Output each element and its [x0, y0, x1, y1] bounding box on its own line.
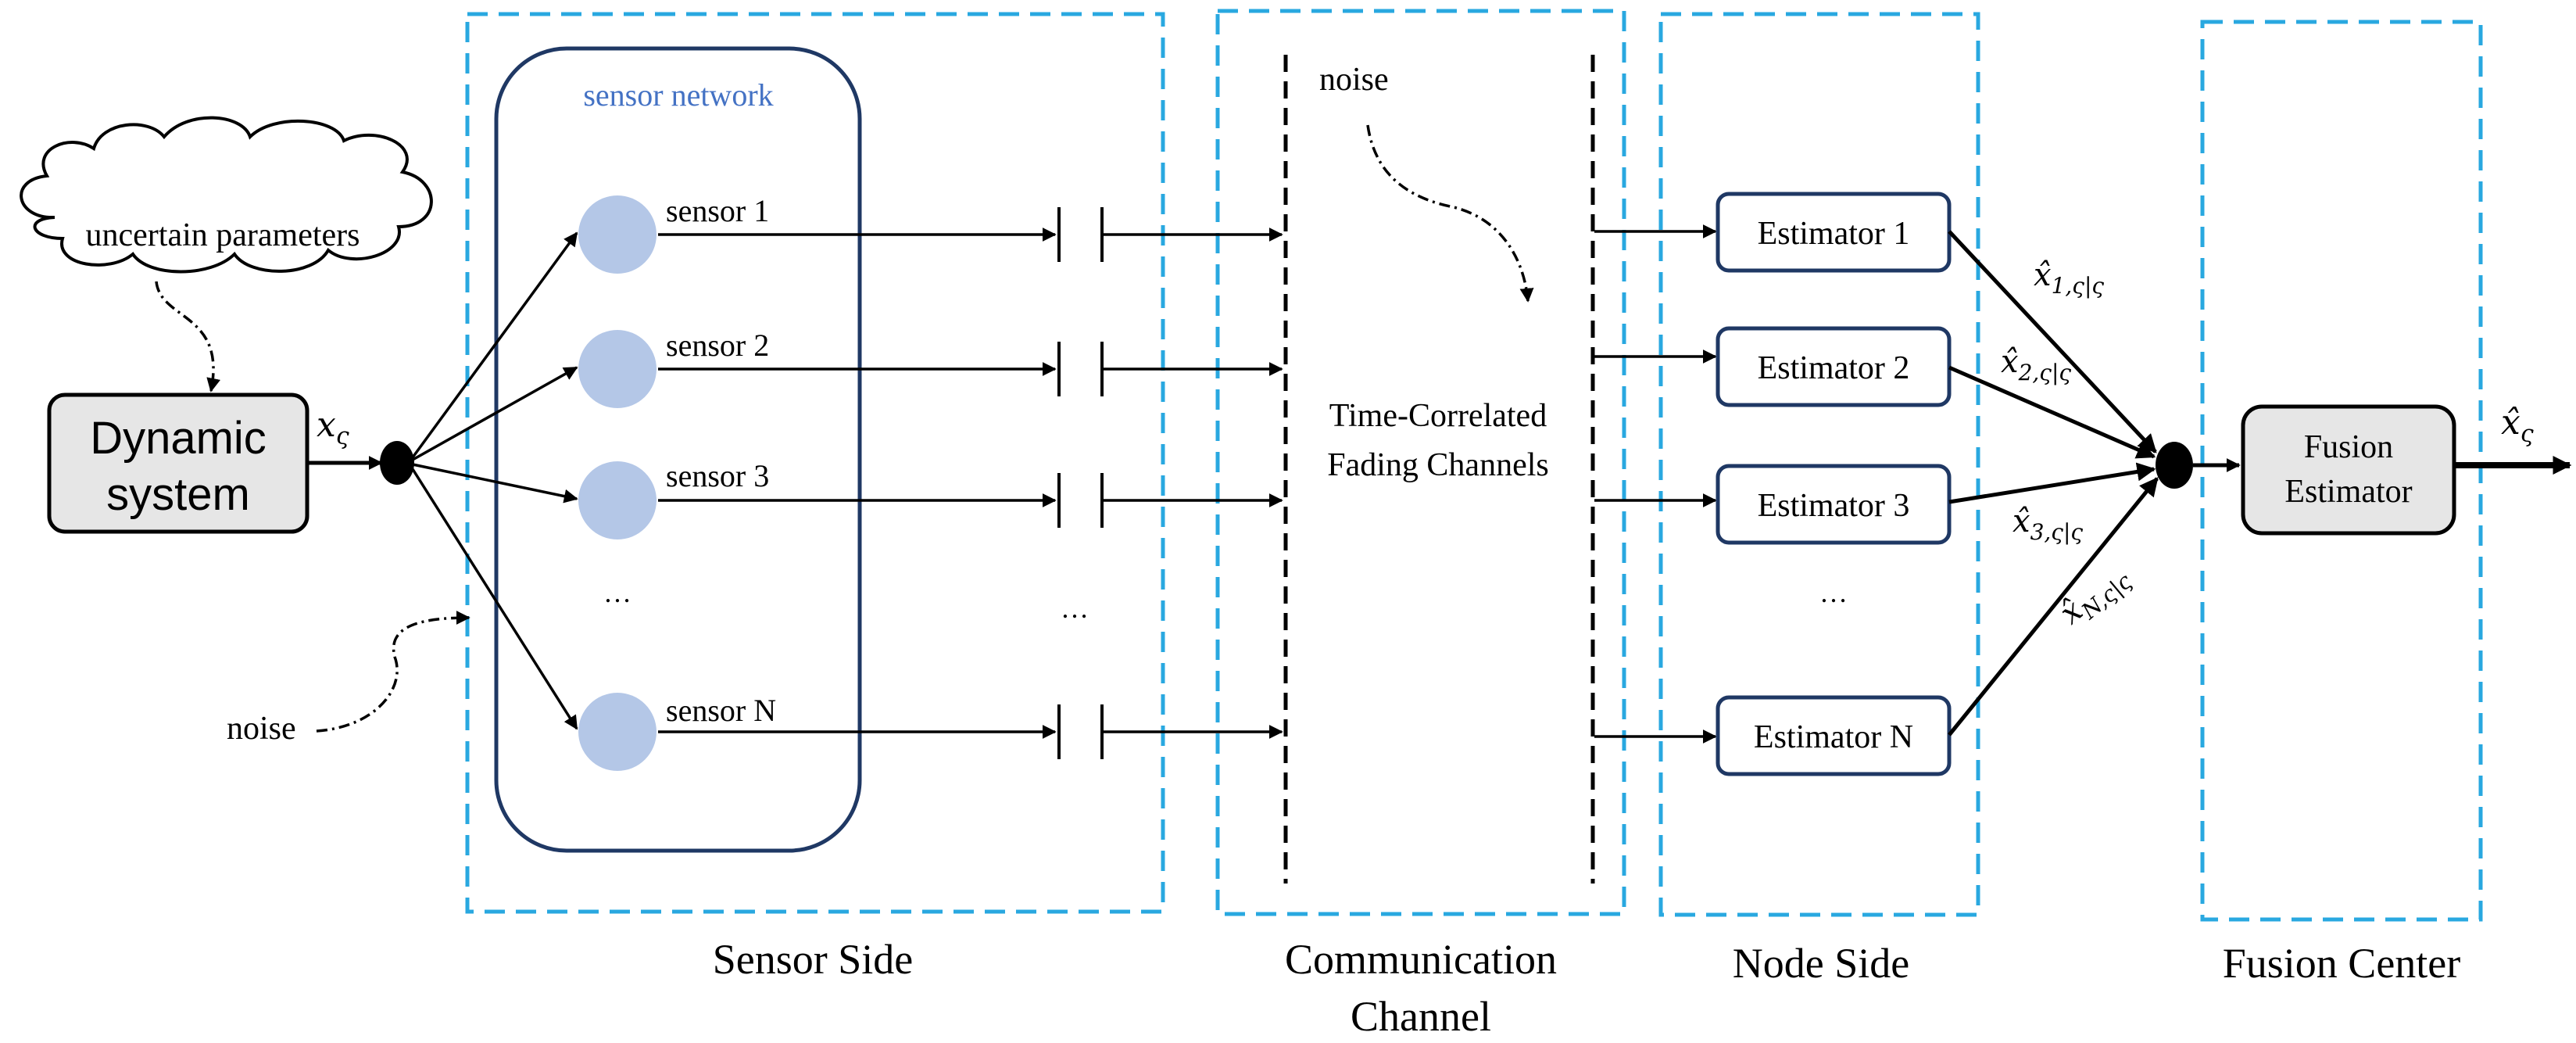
link-to-sensor-3	[412, 463, 578, 504]
estimator-3-to-fusion	[1948, 462, 2156, 504]
uncertain-parameters-cloud	[20, 116, 433, 274]
fusion-estimator-box	[2241, 404, 2456, 536]
channel-label-line1: Time-Correlated	[1329, 398, 1547, 434]
fusion-center-title: Fusion Center	[2223, 940, 2461, 987]
estimator-1-to-fusion	[1948, 230, 2157, 453]
noise-sensor-label: noise	[227, 711, 296, 747]
sensor-1-label: sensor 1	[666, 193, 769, 228]
node-side-frame	[1658, 12, 1980, 917]
estimator-3-label: Estimator 3	[1758, 488, 1910, 524]
dynamic-system-label-line2: system	[106, 469, 250, 520]
estimate-2-label: x̂2,ς|ς	[2001, 344, 2071, 385]
channel-switch-2	[1057, 342, 1104, 396]
link-to-sensor-1	[411, 231, 578, 459]
sensor-2-label: sensor 2	[666, 328, 769, 363]
estimator-1: Estimator 1	[1716, 192, 1952, 273]
estimator-n-label: Estimator N	[1754, 719, 1913, 755]
sensor-network-label: sensor network	[583, 77, 773, 113]
estimator-2-to-fusion	[1948, 365, 2156, 459]
estimate-1-label: x̂1,ς|ς	[2034, 257, 2104, 299]
sensor-1: sensor 1	[578, 193, 769, 274]
channel-label-line2: Fading Channels	[1327, 447, 1548, 483]
communication-channel-frame	[1215, 9, 1626, 916]
link-to-sensor-n	[411, 468, 578, 730]
noise-channel-label: noise	[1319, 62, 1389, 98]
split-node	[380, 441, 414, 485]
fusion-estimator-label-line1: Fusion	[2304, 429, 2393, 465]
sensors-ellipsis: …	[603, 577, 631, 608]
estimator-2-label: Estimator 2	[1758, 350, 1910, 386]
uncertain-parameters-label: uncertain parameters	[86, 217, 360, 253]
sensor-n-label: sensor N	[666, 693, 776, 728]
dynamic-system-label-line1: Dynamic	[90, 413, 267, 464]
estimate-n-label: x̂N,ς|ς	[2053, 556, 2137, 636]
fusion-node	[2156, 442, 2193, 489]
estimator-n-to-fusion	[1948, 477, 2159, 737]
uncertainty-arrow	[155, 281, 220, 392]
estimator-1-label: Estimator 1	[1758, 216, 1910, 252]
fusion-output-symbol: x̂ς	[2501, 403, 2534, 448]
channel-ellipsis: …	[1061, 593, 1089, 624]
fusion-estimator-label-line2: Estimator	[2284, 474, 2412, 510]
link-to-sensor-2	[412, 366, 578, 461]
sensor-side-frame	[465, 12, 1165, 914]
sensor-2: sensor 2	[578, 328, 769, 408]
fusion-center-frame	[2200, 20, 2483, 922]
estimators-ellipsis: …	[1819, 577, 1848, 608]
sensor-3-label: sensor 3	[666, 458, 769, 493]
noise-channel-arrow	[1366, 124, 1534, 303]
channel-switch-3	[1057, 473, 1104, 528]
node-side-title: Node Side	[1733, 940, 1909, 987]
state-symbol: xς	[317, 405, 349, 450]
estimator-2: Estimator 2	[1716, 326, 1952, 407]
sensor-network-box	[494, 46, 862, 853]
estimator-3: Estimator 3	[1716, 464, 1952, 545]
sensor-side-title: Sensor Side	[713, 936, 914, 983]
channel-switch-1	[1057, 207, 1104, 262]
channel-switch-n	[1057, 704, 1104, 759]
estimate-3-label: x̂3,ς|ς	[2012, 504, 2083, 545]
noise-sensor-arrow	[316, 611, 470, 733]
communication-channel-title-line1: Communication	[1285, 936, 1557, 983]
sensor-n: sensor N	[578, 693, 776, 771]
sensor-3: sensor 3	[578, 458, 769, 539]
estimator-n: Estimator N	[1716, 695, 1952, 776]
communication-channel-title-line2: Channel	[1351, 993, 1491, 1040]
